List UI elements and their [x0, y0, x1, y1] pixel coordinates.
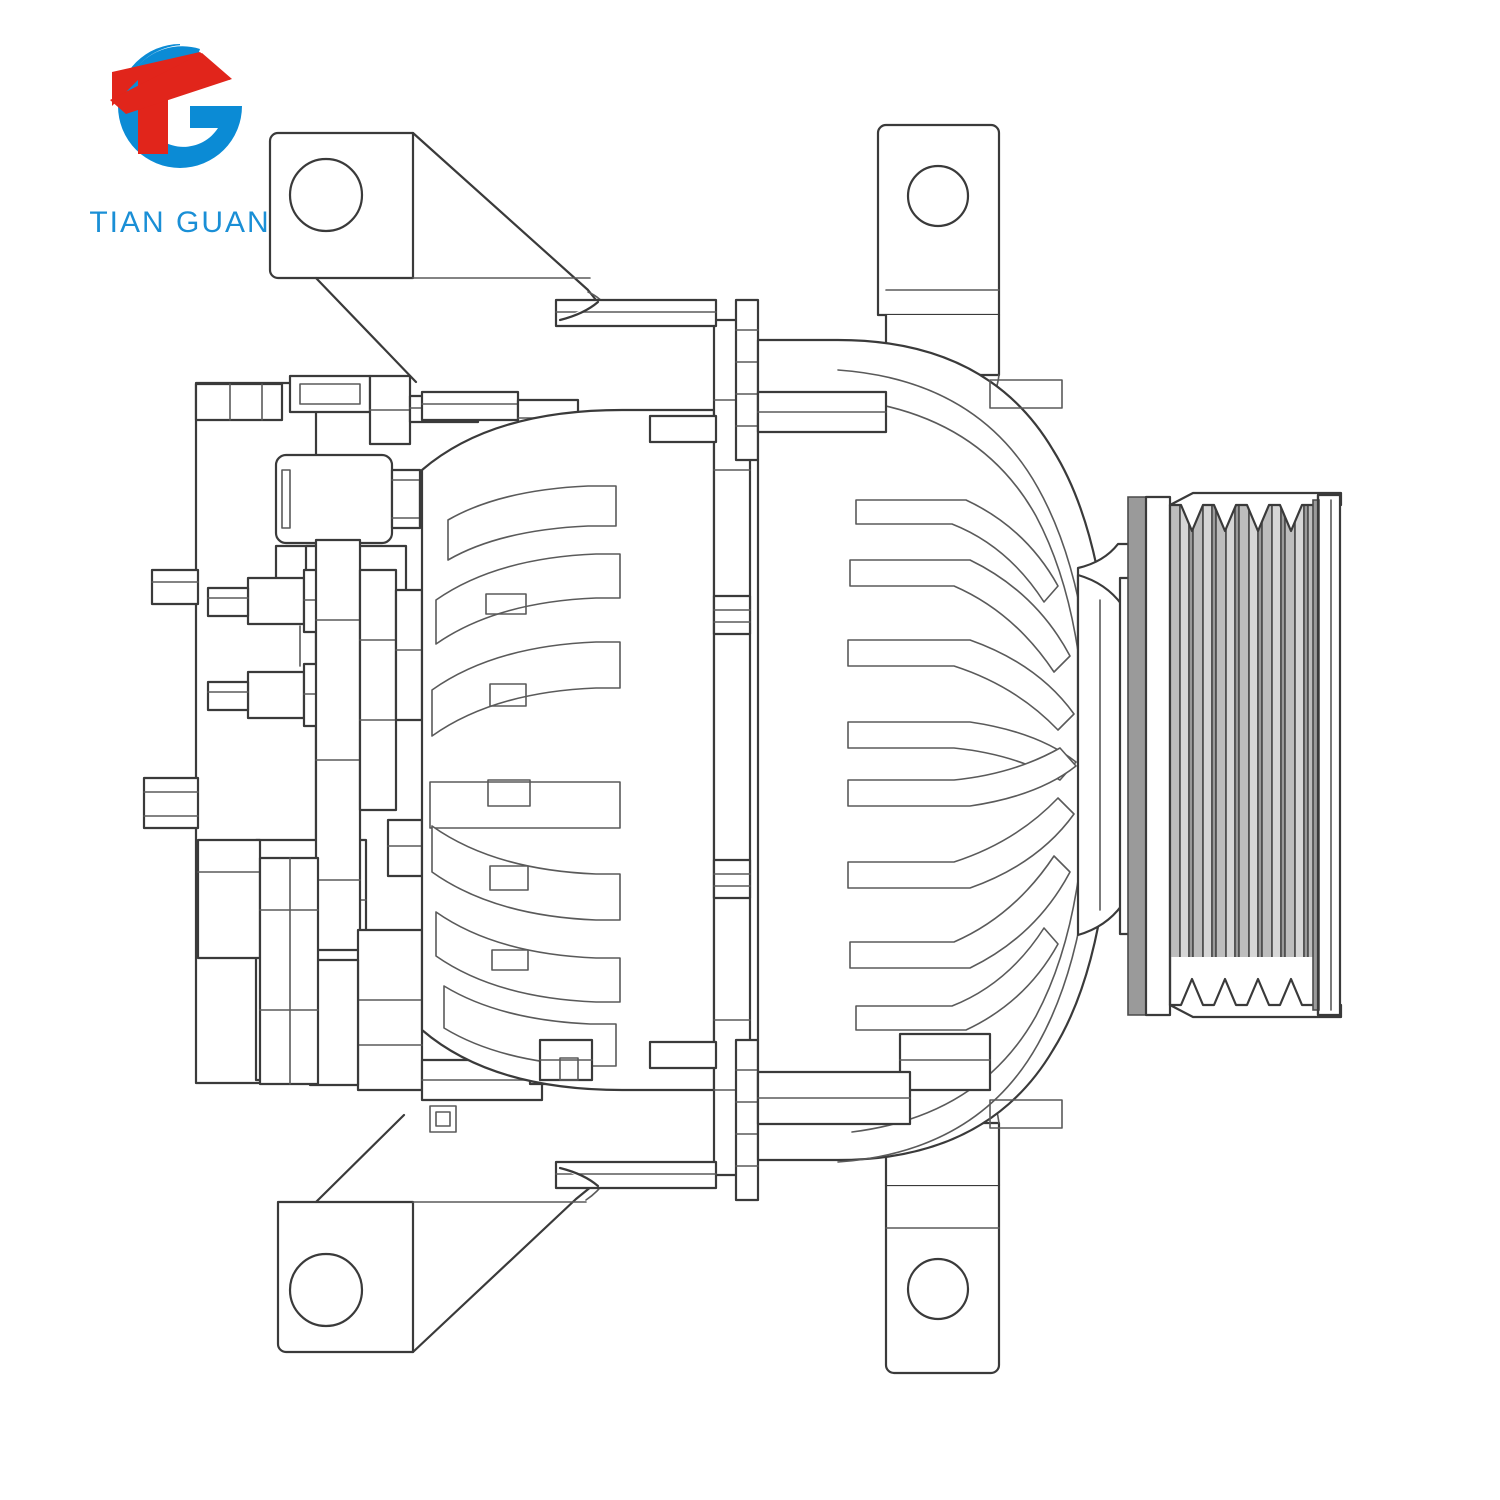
mounting-ear-top-left: [268, 131, 625, 384]
drive-end-housing-body: [756, 338, 1115, 1163]
mounting-ear-top-right: [814, 123, 1001, 422]
slip-ring-end-frame: [308, 390, 590, 1102]
brand-name-text: TIAN GUAN: [89, 206, 271, 239]
serpentine-pulley: [1118, 491, 1343, 1019]
tian-guan-logo-icon: [60, 28, 300, 203]
mounting-ear-bottom-left: [276, 1113, 607, 1354]
stator-core-band: [554, 298, 760, 1202]
slip-ring-end-housing-body: [420, 408, 716, 1092]
fastener-marks: [429, 1057, 579, 1133]
upper-side-stud: [150, 568, 200, 606]
drive-end-vents: [847, 499, 1077, 1031]
wiring-connector-housing: [196, 838, 320, 1086]
ground-terminal-stud: [142, 776, 200, 830]
brand-logo-block: TIAN GUAN: [60, 28, 300, 243]
